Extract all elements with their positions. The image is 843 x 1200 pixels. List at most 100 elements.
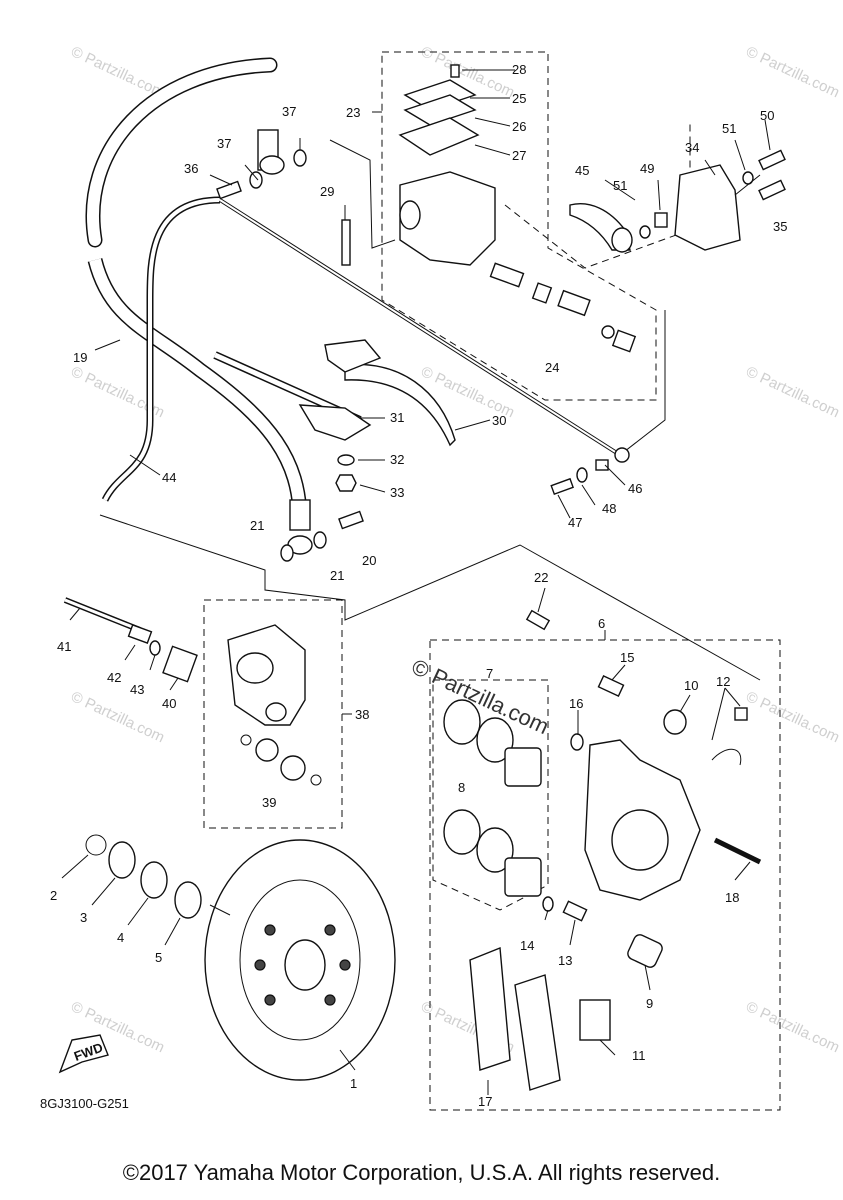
spring-42 xyxy=(127,624,153,644)
fwd-arrow-icon xyxy=(58,1034,109,1074)
callout-51a: 51 xyxy=(722,121,736,136)
watermark-0: © Partzilla.com xyxy=(68,43,167,101)
brake-disc-hub xyxy=(284,939,326,991)
piston-kit-24 xyxy=(489,262,637,353)
washer-32 xyxy=(337,454,355,466)
banjo-fitting-upper xyxy=(259,155,285,175)
callout-37a: 37 xyxy=(217,136,231,151)
gasket-21a xyxy=(280,544,294,562)
disc-hole-b xyxy=(324,924,336,936)
washer-51a xyxy=(639,225,651,239)
cap-screw-28 xyxy=(450,64,460,78)
callout-48: 48 xyxy=(602,501,616,516)
gasket-37a xyxy=(249,171,263,189)
master-cylinder-port xyxy=(399,200,421,230)
bolt-41-fill xyxy=(64,598,141,632)
washer-14 xyxy=(542,896,554,912)
leader-lines xyxy=(61,69,771,1095)
union-bolt-36 xyxy=(216,180,242,200)
hose-fitting-lower xyxy=(289,499,311,531)
bolt-47 xyxy=(550,477,575,496)
callout-42: 42 xyxy=(107,670,121,685)
callout-16: 16 xyxy=(569,696,583,711)
callout-13: 13 xyxy=(558,953,572,968)
callout-44: 44 xyxy=(162,470,176,485)
callout-23: 23 xyxy=(346,105,360,120)
bleeder-12 xyxy=(734,707,748,721)
cap-10 xyxy=(663,709,687,735)
watermark-6: © Partzilla.com xyxy=(68,688,167,746)
callout-numbers: 1 2 3 4 5 6 7 8 9 10 11 12 13 14 15 16 1… xyxy=(50,62,787,1109)
callout-21a: 21 xyxy=(250,518,264,533)
piston-lower xyxy=(504,857,542,897)
callout-24: 24 xyxy=(545,360,559,375)
bolt-22 xyxy=(525,609,551,631)
brake-hose-upper-fill xyxy=(87,59,276,246)
callout-12: 12 xyxy=(716,674,730,689)
watermark-5: © Partzilla.com xyxy=(743,363,842,421)
callout-37b: 37 xyxy=(282,104,296,119)
union-bolt-20 xyxy=(338,510,364,530)
brake-lever-30 xyxy=(344,363,456,447)
disc-hole-d xyxy=(324,994,336,1006)
callout-3: 3 xyxy=(80,910,87,925)
washer-4 xyxy=(140,861,168,899)
lever-holder-31 xyxy=(298,404,372,441)
callout-45: 45 xyxy=(575,163,589,178)
callout-50: 50 xyxy=(760,108,774,123)
callout-15: 15 xyxy=(620,650,634,665)
disc-hole-c xyxy=(264,994,276,1006)
callout-31: 31 xyxy=(390,410,404,425)
callout-51b: 51 xyxy=(613,178,627,193)
callout-20: 20 xyxy=(362,553,376,568)
callout-27: 27 xyxy=(512,148,526,163)
seal-kit-8 xyxy=(443,809,514,873)
callout-46: 46 xyxy=(628,481,642,496)
bleed-screw-13 xyxy=(562,900,588,922)
callout-21b: 21 xyxy=(330,568,344,583)
disc-hole-a xyxy=(264,924,276,936)
callout-28: 28 xyxy=(512,62,526,77)
disc-hole-f xyxy=(339,959,351,971)
pivot-bolt-29 xyxy=(341,219,351,266)
callout-43: 43 xyxy=(130,682,144,697)
washer-48 xyxy=(576,467,588,483)
pin-18 xyxy=(713,837,762,865)
callout-9: 9 xyxy=(646,996,653,1011)
callout-26: 26 xyxy=(512,119,526,134)
circlip-2 xyxy=(85,834,107,856)
callout-4: 4 xyxy=(117,930,124,945)
callout-30: 30 xyxy=(492,413,506,428)
callout-1: 1 xyxy=(350,1076,357,1091)
bolt-35 xyxy=(758,179,786,201)
collar-49 xyxy=(654,212,668,228)
bracket-34 xyxy=(674,164,741,251)
callout-32: 32 xyxy=(390,452,404,467)
clip-12a xyxy=(711,748,742,766)
brake-pad-b xyxy=(514,974,561,1091)
lever-bracket-group-outline xyxy=(504,120,691,269)
bleeder-15 xyxy=(597,674,625,698)
callout-29: 29 xyxy=(320,184,334,199)
cable-end-fitting xyxy=(614,447,630,463)
washer-5 xyxy=(174,881,202,919)
callout-6: 6 xyxy=(598,616,605,631)
washer-3 xyxy=(108,841,136,879)
callout-11: 11 xyxy=(632,1048,646,1063)
callout-19: 19 xyxy=(73,350,87,365)
brake-hose-lower-fill xyxy=(89,258,306,521)
callout-10: 10 xyxy=(684,678,698,693)
watermark-7: © Partzilla.com xyxy=(743,688,842,746)
throttle-cable-fill xyxy=(103,198,221,501)
diaphragm-27 xyxy=(398,117,480,156)
front-brake-diagram: © Partzilla.com © Partzilla.com © Partzill… xyxy=(40,43,842,1111)
watermark-10: © Partzilla.com xyxy=(743,998,842,1056)
lever-holder-upper xyxy=(324,339,382,373)
watermark-2: © Partzilla.com xyxy=(743,43,842,101)
piston-upper xyxy=(504,747,542,787)
lever-leader-outline xyxy=(329,139,396,249)
gasket-21b xyxy=(313,531,327,549)
bolt-50 xyxy=(758,149,786,171)
washer-43 xyxy=(149,640,161,656)
brake-disc-inner xyxy=(239,879,361,1041)
